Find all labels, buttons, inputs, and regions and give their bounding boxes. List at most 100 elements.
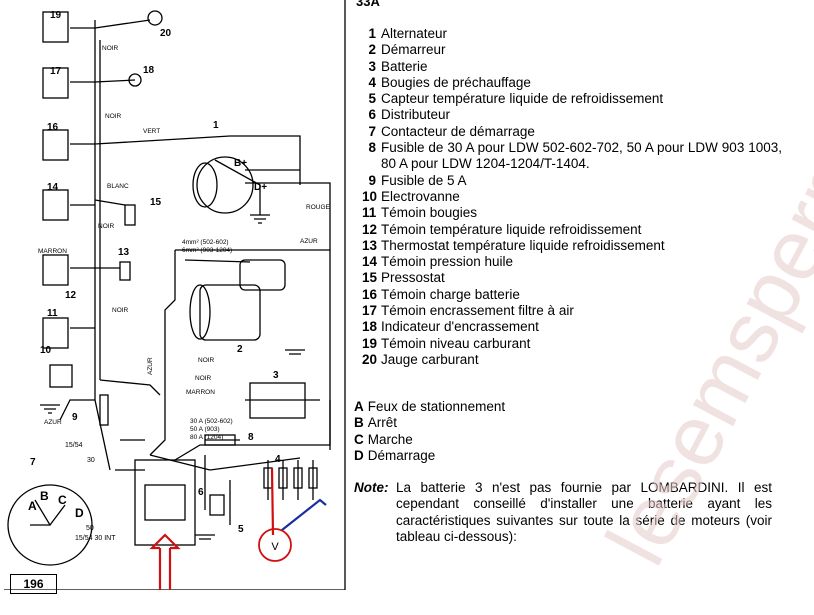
legend-number: 19 <box>362 335 378 351</box>
legend-item: 2 Démarreur <box>362 42 782 58</box>
voltmeter-circle <box>258 528 292 562</box>
switch-key-text: Marche <box>367 431 413 447</box>
wire-label-marron: MARRON <box>38 248 67 255</box>
comp-number-6: 6 <box>198 487 204 498</box>
legend-text: Démarreur <box>381 42 446 58</box>
legend-text: Capteur température liquide de refroidis… <box>381 91 664 107</box>
comp-number-14: 14 <box>47 182 59 193</box>
legend-text: Electrovanne <box>381 188 460 204</box>
switch-key-letter: A <box>354 399 364 414</box>
wire-label-noir: NOIR <box>112 307 129 314</box>
legend-number: 18 <box>362 319 378 335</box>
section-note: 4mm² (502-602) <box>182 239 229 246</box>
legend-number: 6 <box>368 107 376 123</box>
legend-number: 2 <box>368 42 376 58</box>
legend-text: Bougies de préchauffage <box>381 74 531 90</box>
legend-number: 10 <box>362 188 378 204</box>
legend-text: Témoin encrassement filtre à air <box>381 303 574 319</box>
voltmeter-label: V <box>271 541 279 553</box>
wire-label-noir: NOIR <box>198 357 215 364</box>
terminal-d-plus: D+ <box>254 182 267 193</box>
terminal-30: 30 <box>87 457 95 464</box>
legend-text: Témoin température liquide refroidisseme… <box>381 221 642 237</box>
wire-label-rouge: ROUGE <box>306 204 331 211</box>
legend-number: 16 <box>362 286 378 302</box>
wire-label-blanc: BLANC <box>107 183 129 190</box>
wire-label-azur: AZUR <box>44 419 62 426</box>
comp-number-11: 11 <box>47 308 58 319</box>
comp-number-1: 1 <box>213 120 219 131</box>
wire-label-noir: NOIR <box>102 45 119 52</box>
switch-key-text: Arrêt <box>367 415 398 431</box>
wire-label-azur: AZUR <box>300 238 318 245</box>
legend-text: Témoin niveau carburant <box>381 335 531 351</box>
legend-number: 14 <box>362 254 378 270</box>
legend-text: Témoin bougies <box>381 205 478 221</box>
switch-terminal-labels: 15/54 30 INT <box>75 535 116 542</box>
switch-position-b: B <box>40 489 49 503</box>
wiring-diagram: V 19 20 17 18 16 1 14 15 13 12 11 10 2 3… <box>4 0 346 590</box>
legend-number: 11 <box>362 205 377 221</box>
wire-label-noir: NOIR <box>195 375 212 382</box>
legend-number: 1 <box>368 26 376 41</box>
fuse-note: 50 A (903) <box>190 426 220 433</box>
legend-number: 5 <box>368 91 376 107</box>
comp-number-16: 16 <box>47 122 59 133</box>
wire-label-azur: AZUR <box>147 357 154 375</box>
legend-item: 5 Capteur température liquide de refroidi… <box>362 91 782 107</box>
legend-text: Thermostat température liquide refroidis… <box>381 237 665 253</box>
note-text: La batterie 3 n'est pas fournie par LOMB… <box>396 480 772 544</box>
section-title: 33A <box>356 0 380 9</box>
switch-key-letter: C <box>354 431 364 447</box>
legend-item: 4 Bougies de préchauffage <box>362 75 782 91</box>
wire-label-noir: NOIR <box>105 113 122 120</box>
legend-number: 13 <box>362 237 378 253</box>
switch-key-letter: B <box>354 415 364 431</box>
switch-position-a: A <box>28 499 37 513</box>
switch-position-d: D <box>75 506 84 520</box>
wire-label-vert: VERT <box>143 128 160 135</box>
legend-text: Batterie <box>381 58 428 74</box>
legend-text: Témoin charge batterie <box>381 286 520 302</box>
terminal-b-plus: B+ <box>234 158 247 169</box>
comp-number-17: 17 <box>50 66 62 77</box>
fuse-note: 80 A (1204) <box>190 434 223 441</box>
legend-number: 17 <box>362 303 378 319</box>
legend-number: 4 <box>368 74 376 90</box>
comp-number-2: 2 <box>237 344 243 355</box>
legend-text: Témoin pression huile <box>381 254 514 270</box>
comp-number-5: 5 <box>238 524 244 535</box>
comp-number-20: 20 <box>160 28 172 39</box>
legend-text: Fusible de 5 A <box>381 172 467 188</box>
terminal-50: 50 <box>86 525 94 532</box>
legend-text: Jauge carburant <box>381 351 479 367</box>
legend-text: Indicateur d'encrassement <box>381 319 539 335</box>
comp-number-18: 18 <box>143 65 155 76</box>
comp-number-8: 8 <box>248 432 254 443</box>
comp-number-15: 15 <box>150 197 162 208</box>
legend-number: 20 <box>362 351 378 367</box>
legend-number: 8 <box>368 140 376 156</box>
comp-number-9: 9 <box>72 412 78 423</box>
comp-number-7: 7 <box>30 457 36 468</box>
switch-key-text: Feux de stationnement <box>367 399 506 414</box>
comp-number-10: 10 <box>40 345 52 356</box>
terminal-15-54: 15/54 <box>65 442 83 449</box>
comp-number-19: 19 <box>50 10 62 21</box>
